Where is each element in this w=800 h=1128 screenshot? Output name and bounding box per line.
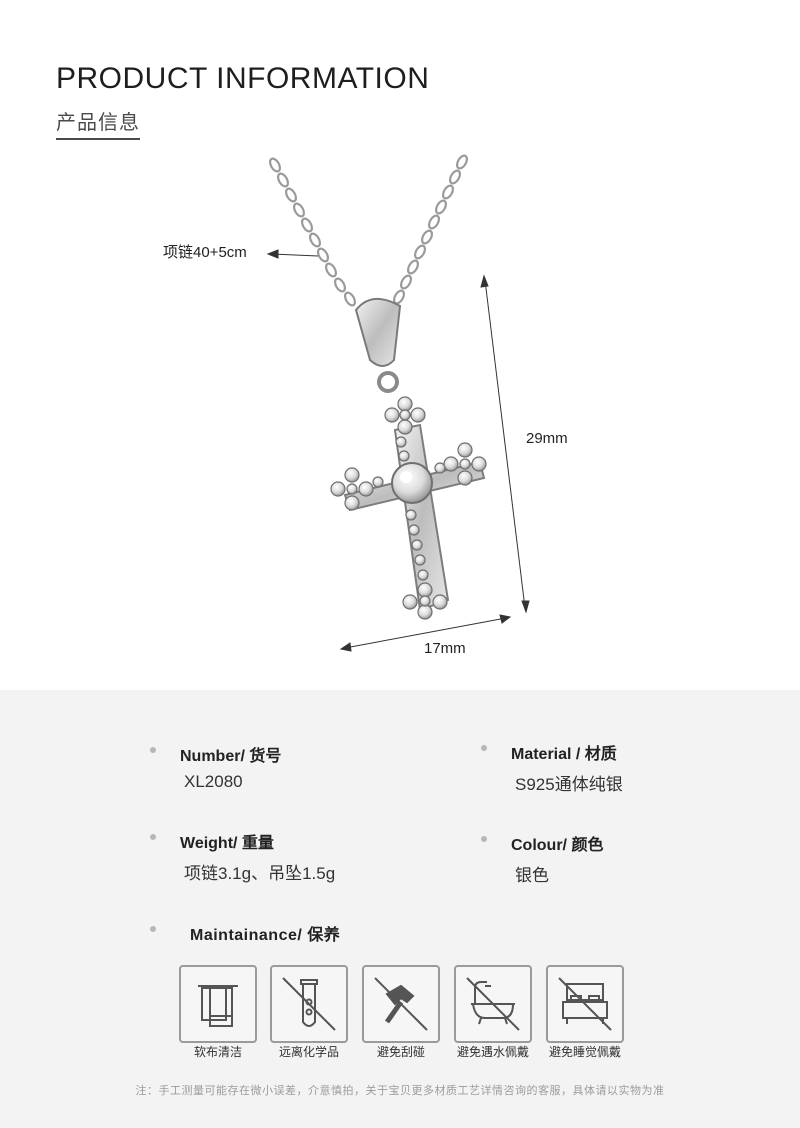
care-item-avoid-water [454, 965, 532, 1043]
product-image-section: PRODUCT INFORMATION 产品信息 [56, 62, 568, 657]
care-label: 远离化学品 [278, 1045, 339, 1059]
bullet-icon [481, 836, 487, 842]
test-tube-icon [282, 977, 336, 1031]
bullet-icon [150, 834, 156, 840]
spec-value: 项链3.1g、吊坠1.5g [184, 864, 336, 883]
care-item-avoid-sleep [546, 965, 624, 1043]
page-title: PRODUCT INFORMATION [56, 62, 430, 95]
bullet-icon [481, 745, 487, 751]
spec-value: 银色 [515, 866, 549, 885]
bullet-icon [150, 747, 156, 753]
pendant-bail [354, 298, 402, 367]
bullet-icon [150, 926, 156, 932]
spec-label: Colour/ 颜色 [511, 837, 604, 854]
care-label: 避免睡觉佩戴 [548, 1045, 621, 1059]
necklace-length-label: 项链40+5cm [163, 244, 247, 261]
cross-stones [330, 396, 487, 620]
care-label: 避免遇水佩戴 [456, 1045, 529, 1059]
hammer-icon [374, 977, 428, 1031]
footer-note: 注：手工测量可能存在微小误差，介意慎拍，关于宝贝更多材质工艺详情咨询的客服，具体… [135, 1084, 665, 1097]
care-label: 软布清洁 [193, 1045, 242, 1059]
width-label: 17mm [424, 640, 466, 657]
spec-label: Material / 材质 [511, 746, 617, 763]
spec-label: Weight/ 重量 [180, 835, 274, 852]
spec-panel [0, 690, 800, 1128]
bed-icon [558, 977, 612, 1031]
care-item-soft-cloth [179, 965, 257, 1043]
height-label: 29mm [526, 430, 568, 447]
bathtub-icon [466, 977, 520, 1031]
spec-label: Maintainance/ 保养 [190, 927, 341, 944]
chain [268, 154, 469, 307]
towel-icon [198, 985, 238, 1027]
care-label: 避免刮碰 [376, 1045, 425, 1059]
dimension-lines [266, 249, 530, 652]
care-item-avoid-impact [362, 965, 440, 1043]
spec-value: S925通体纯银 [515, 775, 623, 794]
pendant-illustration [266, 154, 530, 652]
care-item-no-chemicals [270, 965, 348, 1043]
page-subtitle: 产品信息 [56, 106, 140, 140]
spec-value: XL2080 [184, 772, 243, 791]
spec-label: Number/ 货号 [180, 748, 282, 765]
